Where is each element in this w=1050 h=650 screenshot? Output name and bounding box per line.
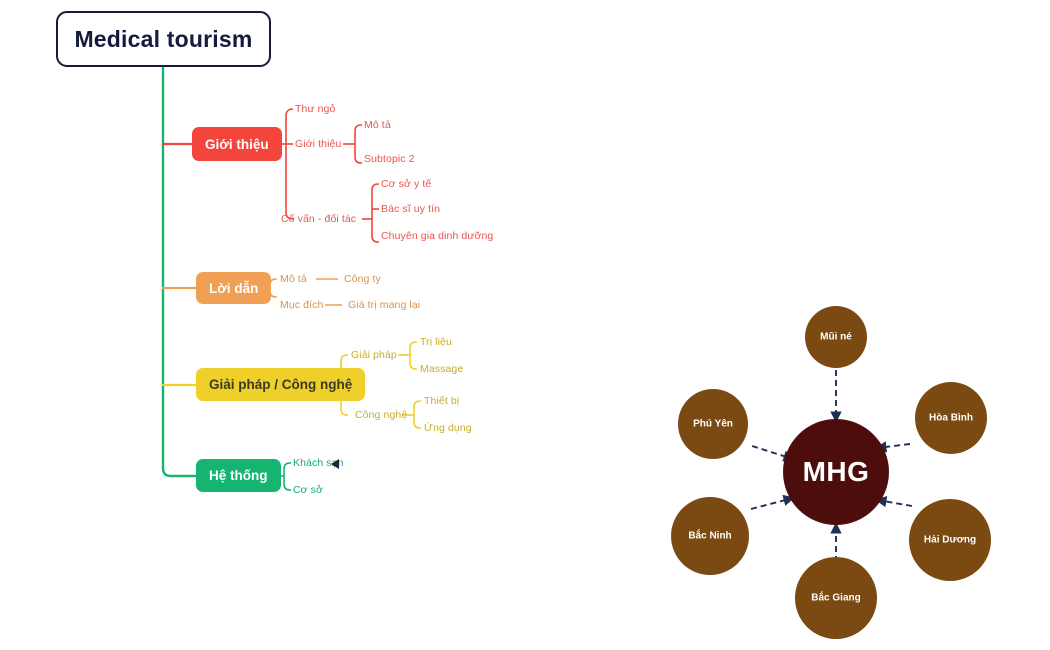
hub-node-label-bac-giang: Bắc Giang	[811, 592, 861, 604]
leaf-chuyen-gia-dinh-duong[interactable]: Chuyên gia dinh dưỡng	[381, 230, 494, 242]
pointer-cursor	[331, 459, 339, 469]
leaf-thiet-bi[interactable]: Thiết bị	[424, 395, 460, 407]
leaf-tri-lieu[interactable]: Trị liệu	[420, 336, 452, 348]
hub-node-label-mui-ne: Mũi né	[820, 331, 852, 343]
leaf-mo-ta-red[interactable]: Mô tả	[364, 119, 391, 131]
mindmap-root-label: Medical tourism	[74, 25, 253, 52]
leaf-co-van-doi-tac[interactable]: Cố vấn - đối tác	[281, 213, 357, 225]
leaf-co-so-y-te[interactable]: Cơ sở y tế	[381, 178, 432, 190]
leaf-cong-ty[interactable]: Công ty	[344, 273, 381, 285]
mindmap-root-node[interactable]: Medical tourism	[56, 11, 271, 67]
leaf-massage[interactable]: Massage	[420, 363, 464, 375]
leaf-subtopic-2[interactable]: Subtopic 2	[364, 153, 415, 165]
branch-node-he-thong[interactable]: Hệ thống	[196, 459, 281, 492]
leaf-mo-ta-orange[interactable]: Mô tả	[280, 273, 307, 285]
branch-node-gioi-thieu[interactable]: Giới thiệu	[192, 127, 282, 161]
leaf-ung-dung[interactable]: Ứng dụng	[424, 422, 472, 434]
leaf-bac-si-uy-tin[interactable]: Bác sĩ uy tín	[381, 203, 441, 215]
branch-label-loi-dan: Lời dẫn	[209, 280, 259, 296]
leaf-khach-san[interactable]: Khách sạn	[293, 457, 344, 469]
hub-center-label: MHG	[802, 456, 870, 487]
leaf-thu-ngo[interactable]: Thư ngỏ	[295, 103, 336, 115]
branch-label-gioi-thieu: Giới thiệu	[205, 136, 269, 152]
leaf-gia-tri-mang-lai[interactable]: Giá trị mang lại	[348, 299, 421, 311]
leaf-muc-dich[interactable]: Mục đích	[280, 299, 324, 311]
leaf-gioi-thieu-sub[interactable]: Giới thiệu	[295, 138, 342, 150]
hub-node-label-phu-yen: Phú Yên	[693, 418, 733, 430]
branch-node-giai-phap-cong-nghe[interactable]: Giải pháp / Công nghệ	[196, 368, 366, 401]
leaf-co-so[interactable]: Cơ sở	[293, 484, 324, 496]
hub-node-label-hai-duong: Hải Dương	[923, 534, 977, 546]
branch-node-loi-dan[interactable]: Lời dẫn	[196, 272, 272, 304]
leaf-cong-nghe[interactable]: Công nghệ	[355, 409, 408, 421]
hub-node-label-hoa-binh: Hòa Bình	[929, 412, 973, 424]
branch-label-giai-phap-cong-nghe: Giải pháp / Công nghệ	[209, 377, 353, 392]
leaf-giai-phap[interactable]: Giải pháp	[351, 349, 397, 361]
branch-label-he-thong: Hệ thống	[209, 468, 268, 483]
hub-node-label-bac-ninh: Bắc Ninh	[688, 530, 732, 542]
